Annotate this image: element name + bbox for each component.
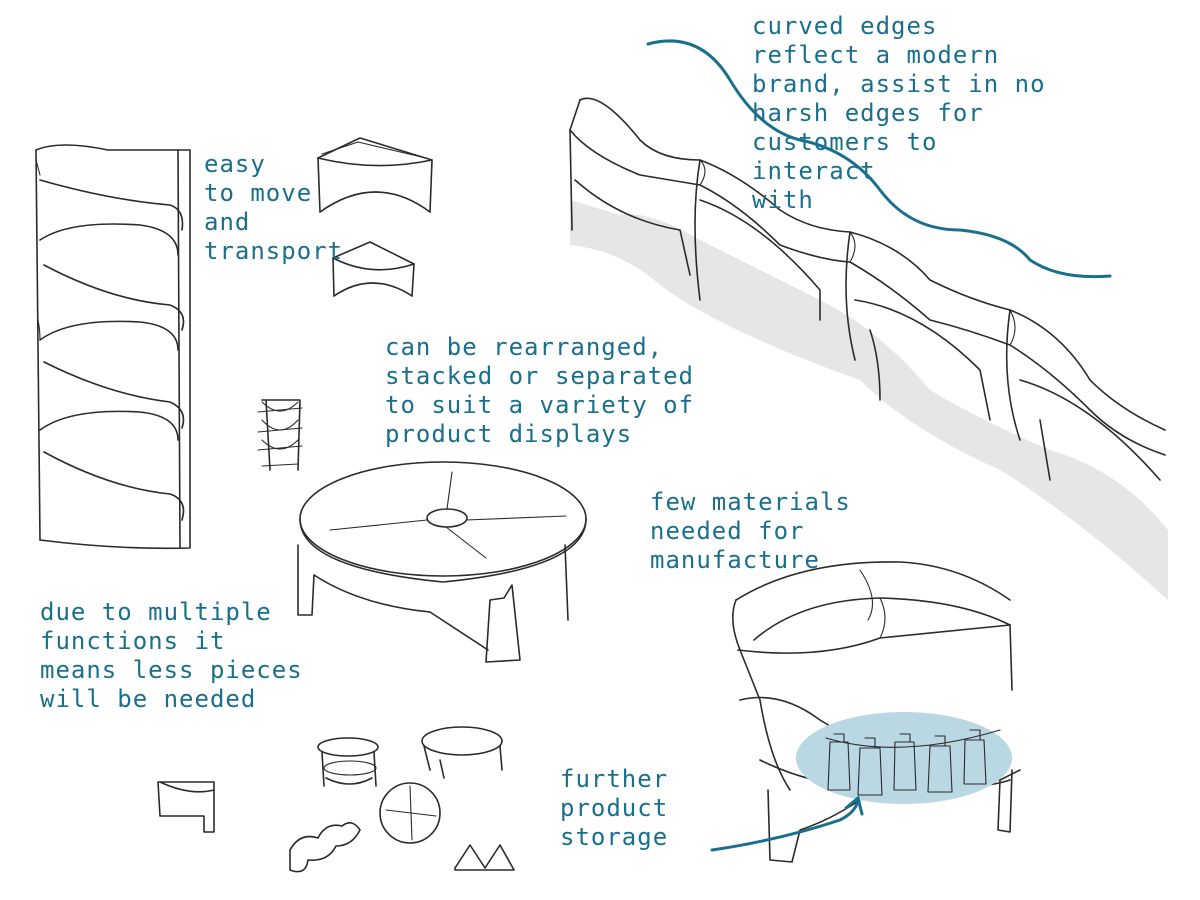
small-unit-top-sketch [317, 137, 433, 213]
further-storage-arrow [710, 795, 864, 852]
mini-stack-sketch [257, 399, 303, 471]
multiple-functions-note: due to multiple functions it means less … [40, 598, 303, 713]
product-bottles [825, 729, 1001, 796]
easy-to-move-note: easy to move and transport [204, 150, 344, 265]
wavy-shelf-run-sketch [569, 97, 1168, 600]
small-shapes-cluster-sketch [157, 726, 515, 873]
curved-edges-leader-line [646, 39, 1112, 279]
half-round-storage-unit-sketch [732, 561, 1021, 863]
curved-edges-note: curved edges reflect a modern brand, ass… [752, 12, 1046, 214]
rearranged-note: can be rearranged, stacked or separated … [385, 333, 694, 448]
few-materials-note: few materials needed for manufacture [650, 488, 851, 574]
round-table-sketch [297, 461, 587, 663]
further-storage-note: further product storage [560, 765, 669, 851]
small-unit-bottom-sketch [332, 241, 415, 297]
tall-shelf-unit-sketch [35, 144, 191, 550]
